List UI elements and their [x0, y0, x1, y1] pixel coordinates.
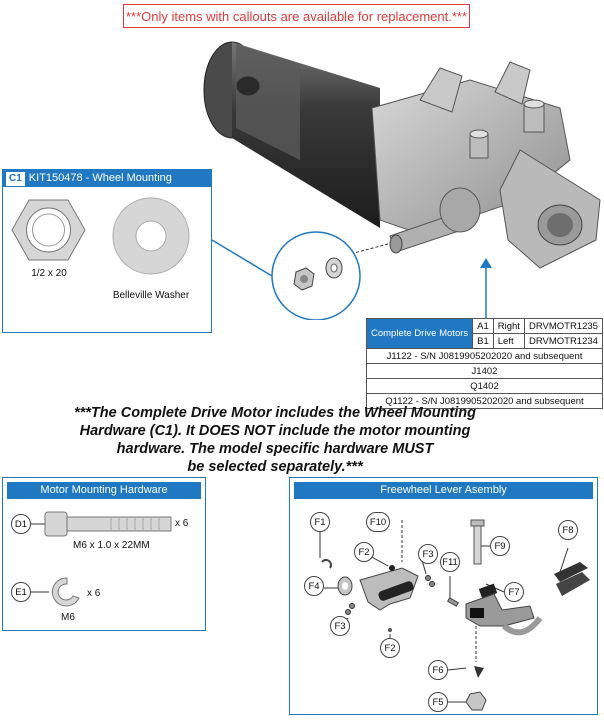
note-line: ***The Complete Drive Motor includes the…	[74, 405, 476, 421]
callout-e1: E1	[11, 582, 31, 602]
washer-label: Belleville Washer	[112, 290, 190, 301]
nut-label: 1/2 x 20	[31, 268, 67, 279]
lock-washer-label: M6	[61, 612, 75, 623]
freewheel-panel-title: Freewheel Lever Asembly	[380, 484, 507, 496]
callout-f2b: F2	[380, 638, 400, 658]
callout-f10: F10	[366, 512, 390, 532]
washer-qty: x 6	[87, 588, 101, 599]
drive-motor-table: Complete Drive Motors A1 Right DRVMOTR12…	[365, 318, 603, 409]
bolt-qty: x 6	[175, 518, 189, 529]
drive-motors-header: Complete Drive Motors	[365, 318, 474, 349]
belleville-washer-icon	[112, 197, 190, 275]
callout-f8: F8	[558, 520, 578, 540]
model-row: J1122 - S/N J0819905202020 and subsequen…	[366, 348, 603, 364]
table-cell: Right	[492, 318, 525, 334]
callout-f9: F9	[490, 536, 510, 556]
freewheel-lever-panel: Freewheel Lever Asembly	[289, 477, 598, 715]
callout-f2a: F2	[354, 542, 374, 562]
replacement-notice: ***Only items with callouts are availabl…	[123, 4, 470, 28]
model-row: Q1402	[366, 378, 603, 394]
callout-d1: D1	[11, 514, 31, 534]
callout-f3a: F3	[418, 544, 438, 564]
bolt-label: M6 x 1.0 x 22MM	[73, 540, 150, 551]
callout-f1: F1	[310, 512, 330, 532]
callout-f6: F6	[428, 660, 448, 680]
drive-motor-illustration	[203, 41, 601, 320]
callout-f5: F5	[428, 692, 448, 712]
kit-code: C1	[6, 172, 25, 186]
callout-f7: F7	[504, 582, 524, 602]
hex-nut-icon	[11, 199, 86, 261]
model-row: J1402	[366, 363, 603, 379]
note-line: be selected separately.***	[187, 459, 363, 475]
table-cell: DRVMOTR1234	[523, 333, 603, 349]
callout-f4: F4	[304, 576, 324, 596]
table-cell: Left	[492, 333, 525, 349]
mount-panel-title: Motor Mounting Hardware	[40, 484, 168, 496]
bolt-icon	[31, 511, 172, 537]
callout-f3b: F3	[330, 616, 350, 636]
note-line: hardware. The model specific hardware MU…	[116, 441, 434, 457]
freewheel-exploded-view	[319, 519, 590, 711]
table-cell: A1	[472, 318, 494, 334]
motor-mounting-hardware-panel: Motor Mounting Hardware D1 x 6 M6 x 1.0 …	[2, 477, 206, 631]
table-cell: DRVMOTR1235	[523, 318, 603, 334]
lock-washer-icon	[31, 577, 80, 607]
table-cell: B1	[472, 333, 494, 349]
model-row: Q1122 - S/N J0819905202020 and subsequen…	[366, 393, 603, 409]
hardware-note: ***The Complete Drive Motor includes the…	[40, 404, 510, 476]
callout-f11: F11	[440, 552, 460, 572]
kit-title: KIT150478 - Wheel Mounting Hardware	[3, 172, 172, 201]
note-line: Hardware (C1). It DOES NOT include the m…	[79, 423, 471, 439]
